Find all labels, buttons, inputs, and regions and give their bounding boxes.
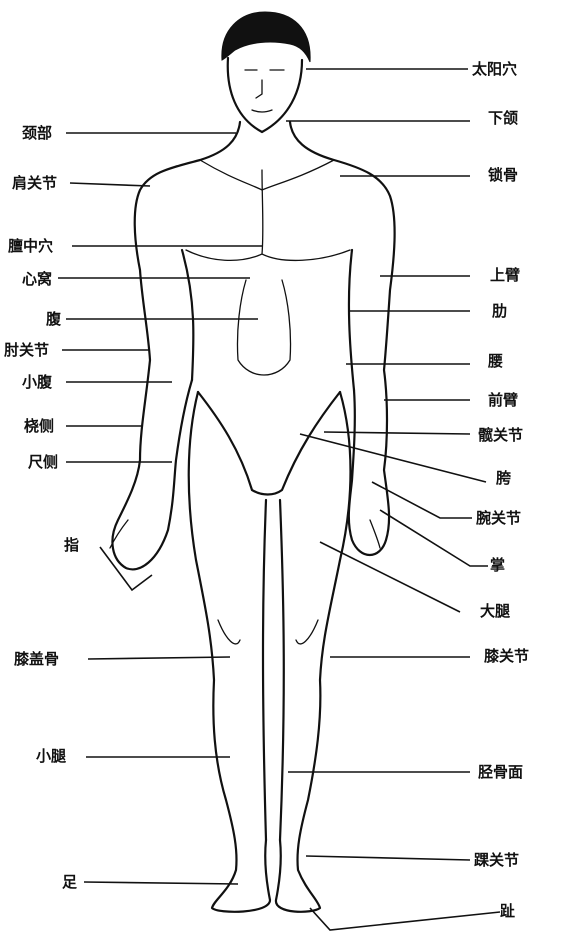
leader-kuan [324,432,470,434]
right-arm-outline [290,122,395,555]
inner-leg-outline [263,500,284,840]
label-xiao-tui: 小腿 [36,747,66,765]
face-features [245,70,284,112]
label-yao: 腰 [488,352,503,370]
label-zhou-guan-jie: 肘关节 [4,341,49,359]
label-zu: 足 [62,873,77,891]
label-taiyang-xue: 太阳穴 [472,60,517,78]
label-zhi: 指 [64,536,79,554]
leader-lines [58,69,500,930]
label-shang-bi: 上臂 [490,266,520,284]
label-zhi-toe: 趾 [500,902,515,920]
hair-shape [222,12,310,62]
label-rao-ce: 桡侧 [24,417,54,435]
label-xi-gai-gu: 膝盖骨 [14,650,59,668]
label-fu: 腹 [46,310,61,328]
label-da-tui: 大腿 [480,602,510,620]
leader-xi-gai [88,657,230,659]
leader-huai [306,856,470,860]
label-jing-bu: 颈部 [22,124,52,142]
leader-zu [84,882,238,884]
leader-zhi-toe [310,908,500,930]
label-kua: 胯 [496,469,511,487]
right-leg-outline [276,392,351,912]
label-jing-gu-mian: 胫骨面 [478,763,523,781]
left-leg-outline [189,392,270,912]
label-zhang: 掌 [490,556,505,574]
abdomen-lines [237,280,290,375]
label-suo-gu: 锁骨 [488,166,518,184]
label-xia-han: 下颌 [488,109,518,127]
label-xin-wo: 心窝 [22,270,52,288]
label-xi-guan-jie: 膝关节 [484,647,529,665]
torso-outline [182,250,354,390]
label-dan-zhong-xue: 膻中穴 [8,237,53,255]
label-chi-ce: 尺侧 [28,453,58,471]
label-jian-guan-jie: 肩关节 [12,174,57,192]
hand-details [110,520,380,548]
label-huai-guan-jie: 踝关节 [474,851,519,869]
neck-shoulder-outline [112,122,240,569]
label-xiao-fu: 小腹 [22,373,52,391]
leader-jian-guan-jie [70,183,150,186]
leader-da-tui [320,542,460,612]
label-lei: 肋 [492,302,507,320]
knee-lines [218,620,318,644]
pelvis-outline [198,392,340,495]
label-kuan-guan-jie: 髋关节 [478,426,523,444]
leader-kua [300,434,486,482]
label-wan-guan-jie: 腕关节 [476,509,521,527]
label-qian-bi: 前臂 [488,391,518,409]
